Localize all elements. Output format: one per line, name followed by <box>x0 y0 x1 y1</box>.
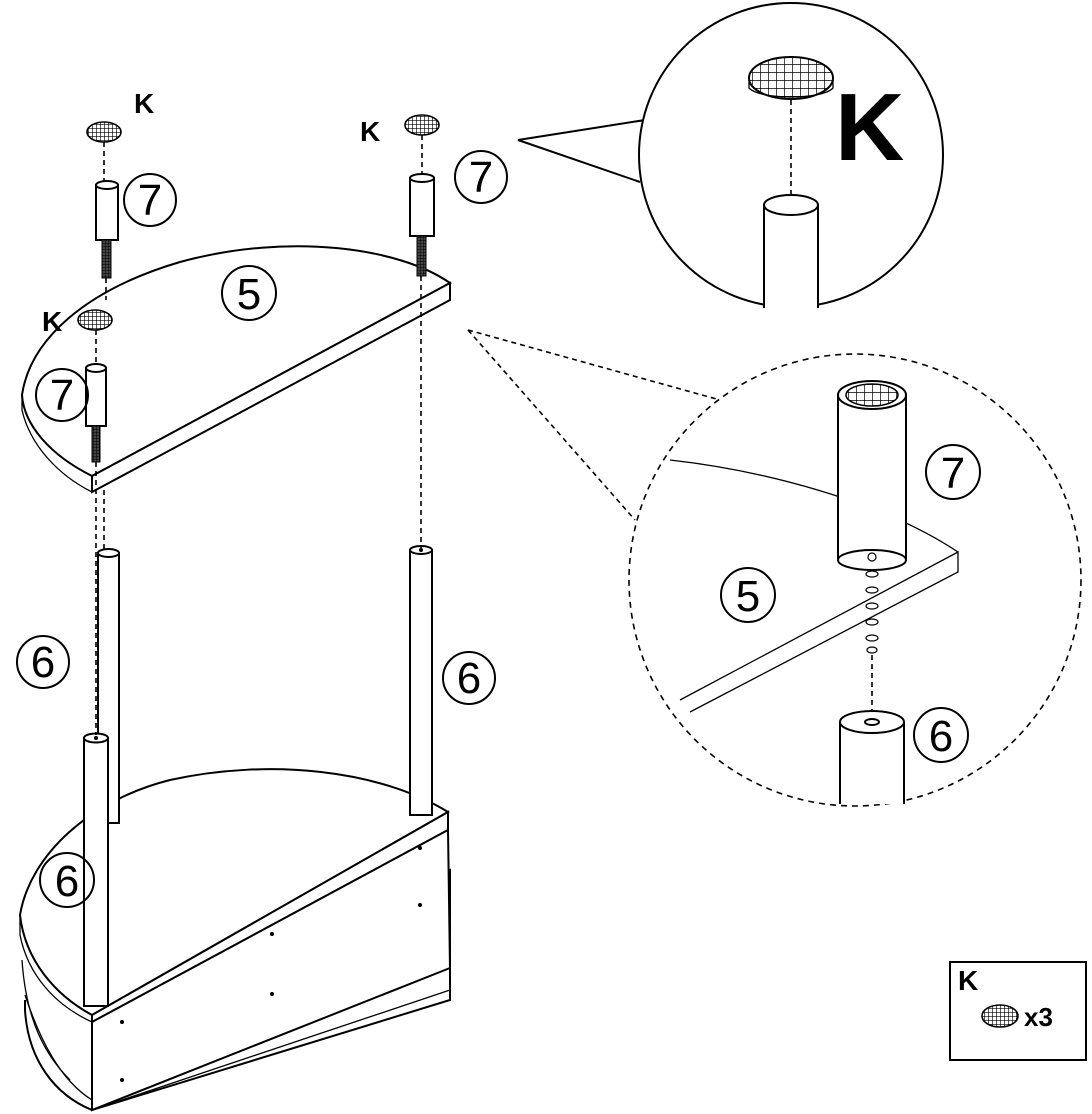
cap-label: K <box>134 88 154 119</box>
label-short-post-2: 7 <box>454 150 508 204</box>
short-post-left-mid <box>85 363 107 463</box>
svg-text:5: 5 <box>237 270 261 319</box>
post-left-front <box>83 732 109 1007</box>
label-post-2: 6 <box>442 651 496 705</box>
label-post-1: 6 <box>16 635 70 689</box>
top-shelf-panel <box>20 245 452 494</box>
svg-text:K: K <box>835 74 904 181</box>
detail-callout-joint: 7 5 6 <box>467 329 1082 807</box>
cap-label: K <box>360 116 380 147</box>
short-post-left-top <box>95 180 119 279</box>
svg-text:6: 6 <box>31 638 55 687</box>
parts-legend: K x3 <box>949 961 1087 1061</box>
svg-text:6: 6 <box>55 857 79 906</box>
mesh-cap-icon <box>981 1004 1019 1028</box>
mesh-cap-icon <box>86 121 122 143</box>
mesh-cap-icon <box>845 383 899 407</box>
mesh-cap-icon <box>77 309 113 331</box>
mesh-cap-icon <box>748 56 834 100</box>
svg-text:7: 7 <box>50 371 74 420</box>
mesh-cap-icon <box>404 114 440 136</box>
assembly-guide-lines <box>95 135 423 735</box>
legend-letter: K <box>958 965 978 996</box>
post-right <box>409 545 433 816</box>
short-post-right-top <box>409 173 435 277</box>
svg-text:7: 7 <box>138 176 162 225</box>
detail-callout-cap: K <box>517 2 944 315</box>
svg-text:7: 7 <box>469 153 493 202</box>
svg-text:5: 5 <box>736 572 760 621</box>
label-top-shelf: 5 <box>221 265 277 321</box>
legend-quantity: x3 <box>1024 1002 1053 1032</box>
bottom-shelf-unit <box>18 768 452 1112</box>
svg-text:6: 6 <box>457 654 481 703</box>
svg-text:6: 6 <box>929 712 953 761</box>
label-short-post-1: 7 <box>123 173 177 227</box>
label-post-3: 6 <box>39 852 95 908</box>
svg-text:7: 7 <box>941 449 965 498</box>
label-short-post-3: 7 <box>35 368 89 422</box>
cap-label: K <box>42 306 62 337</box>
